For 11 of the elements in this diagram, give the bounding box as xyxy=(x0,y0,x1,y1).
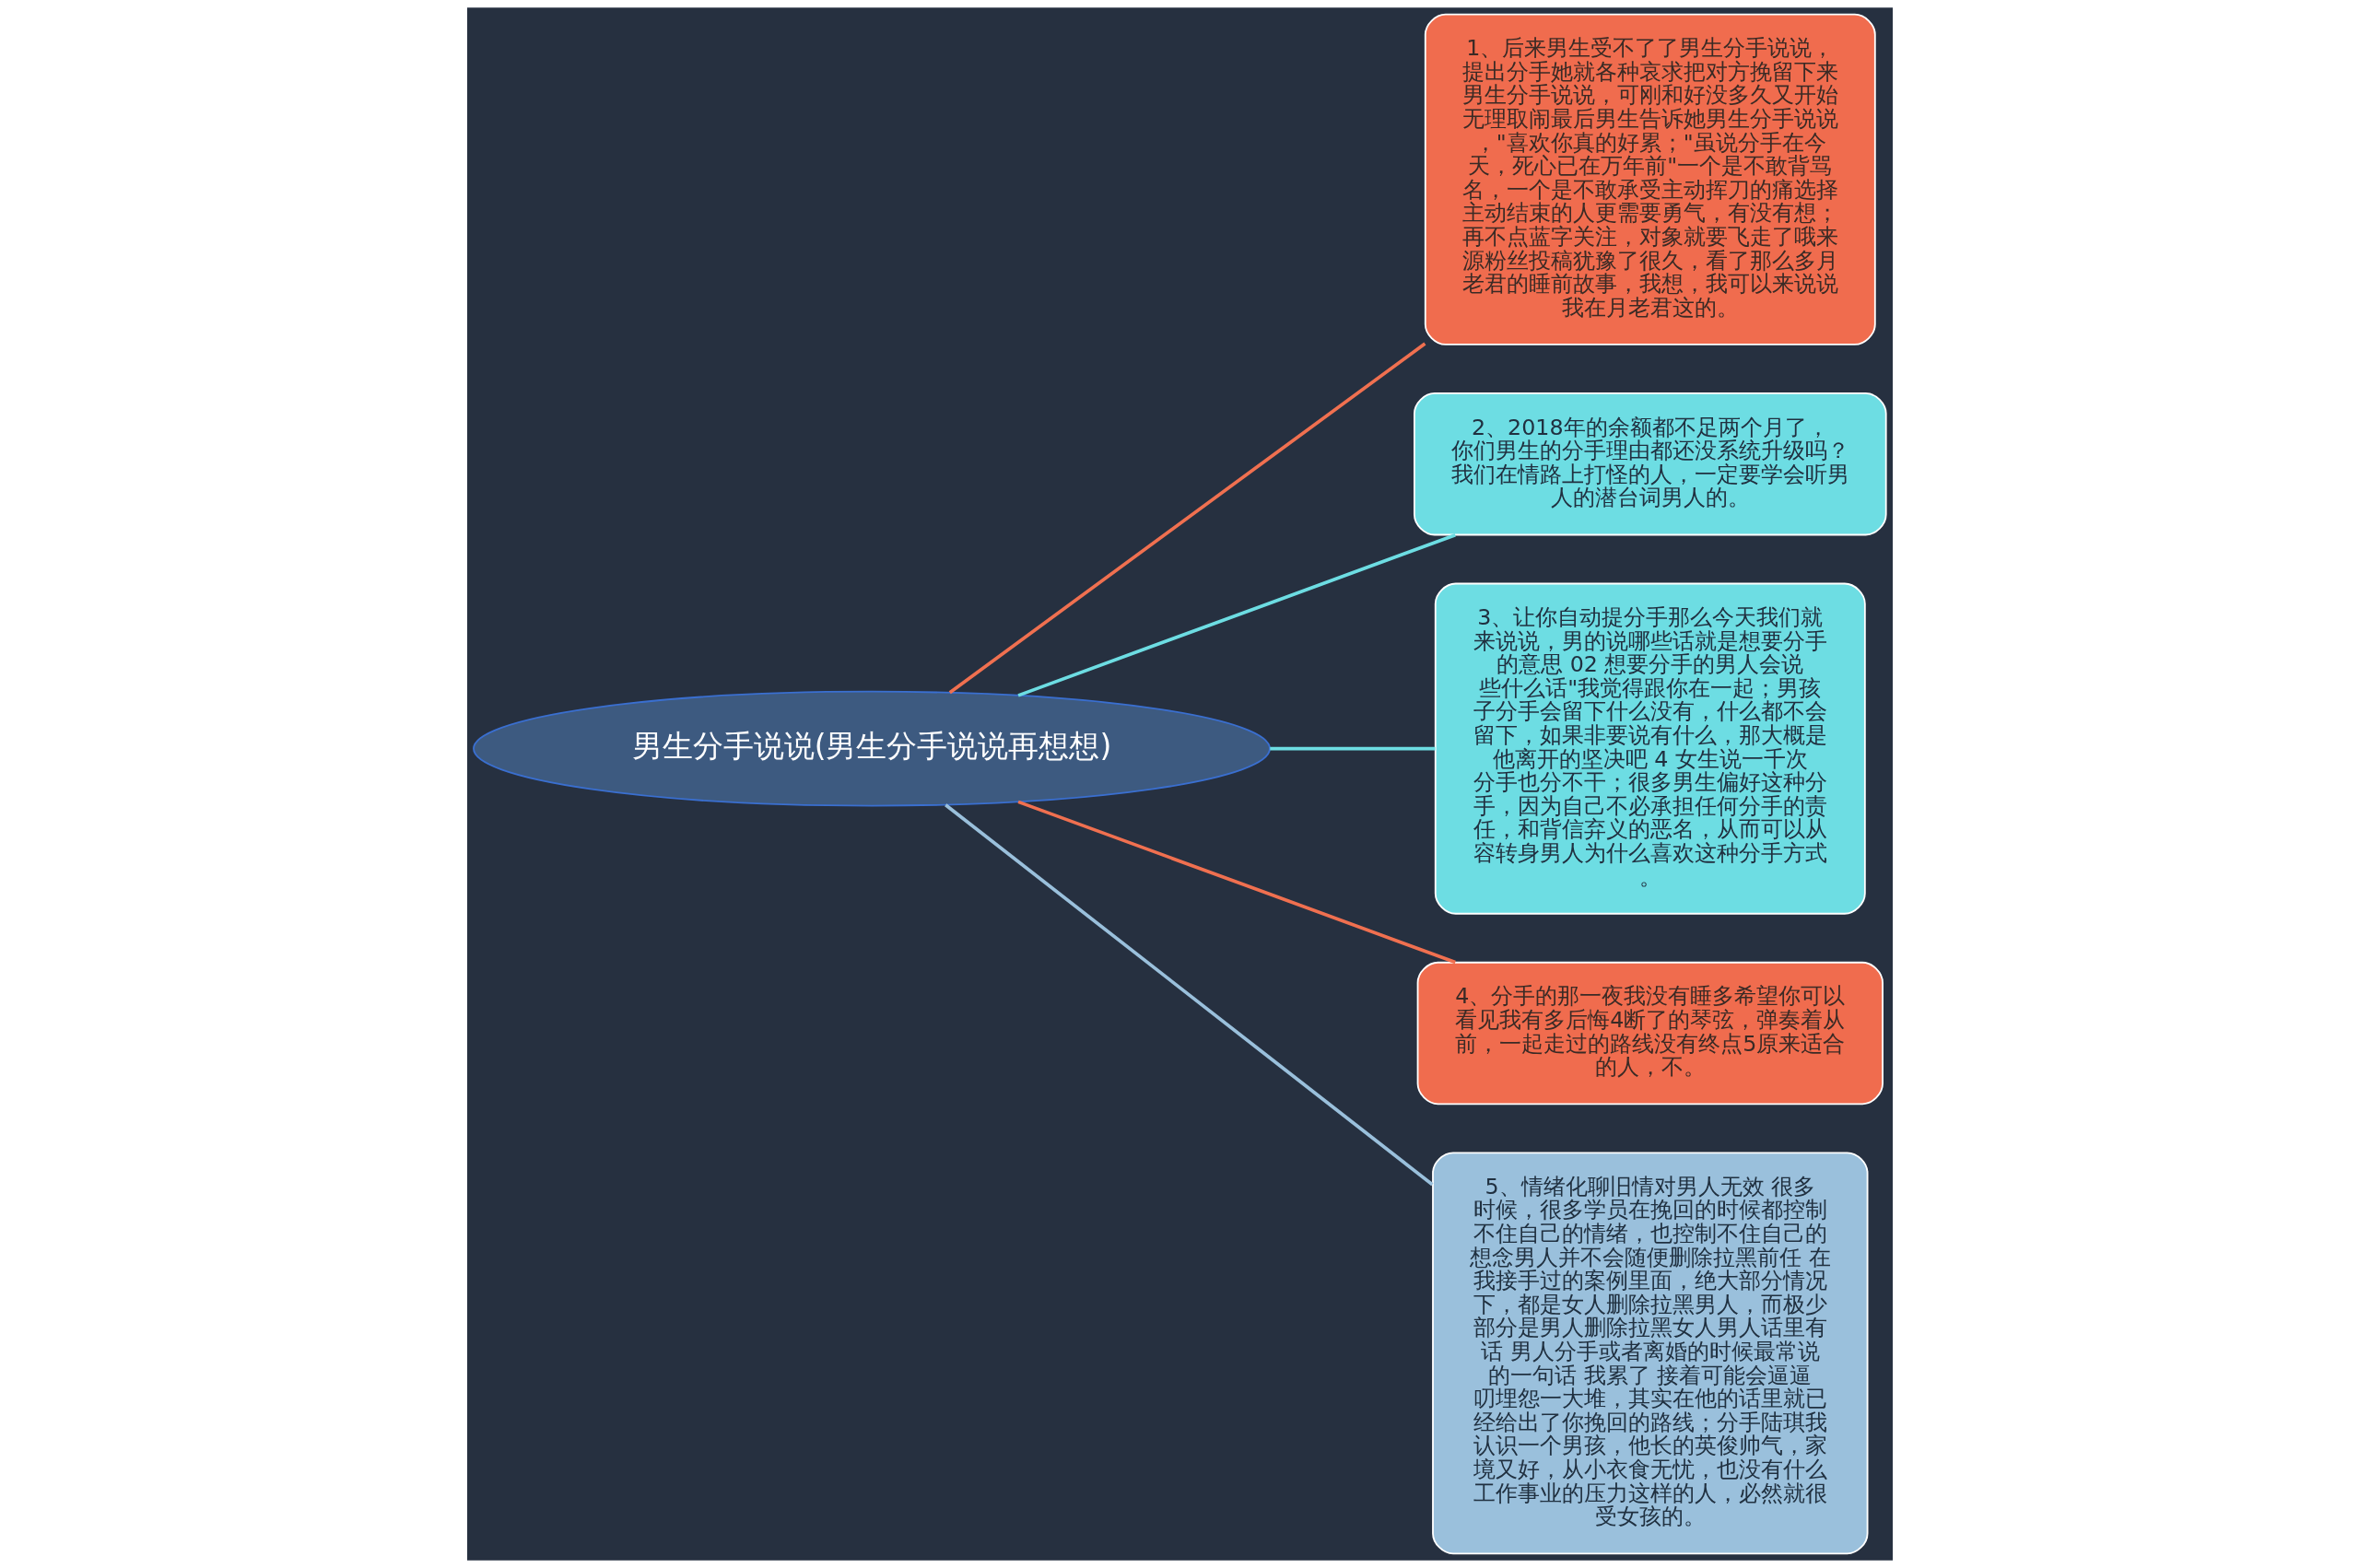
node-box: 1、后来男生受不了了男生分手说说，提出分手她就各种哀求把对方挽留下来男生分手说说，可刚和好没多久又开始无理取闹最后男生告诉她男生分手说说，"喜欢你真的好累；"虽说分手在今天，死心已在万年前"一个是不敢背骂名，一个是不敢承受主动挥刀的痛选择主动结束的人更需要勇气，有没有想；再不点蓝字关注，对象就要飞走了哦来源粉丝投稿犹豫了很久，看了那么多月老君的睡前故事，我想，我可以来说说我在月老君这的。 xyxy=(1424,13,1876,345)
node-box: 3、让你自动提分手那么今天我们就来说说，男的说哪些话就是想要分手的意思 02 想要分手的男人会说些什么话"我觉得跟你在一起；男孩子分手会留下什么没有，什么都不会留下，如果非要说有什么，那大概是他离开的坚决吧 4 女生说一千次分手也分不干；很多男生偏好这种分手，因为自己不必承担任何分手的责任，和背信弃义的恶名，从而可以从容转身男人为什么喜欢这种分手方式。 xyxy=(1434,582,1866,915)
connector xyxy=(1269,746,1436,751)
connector xyxy=(944,803,1433,1187)
node-box: 2、2018年的余额都不足两个月了，你们男生的分手理由都还没系统升级吗？我们在情路上打怪的人，一定要学会听男人的潜台词男人的。 xyxy=(1413,392,1887,536)
connector xyxy=(1016,533,1456,697)
node-box: 5、情绪化聊旧情对男人无效 很多时候，很多学员在挽回的时候都控制不住自己的情绪，也控制不住自己的想念男人并不会随便删除拉黑前任 在我接手过的案例里面，绝大部分情况下，都是女人删除拉黑男人，而极少部分是男人删除拉黑女人男人话里有话 男人分手或者离婚的时候最常说的一句话 我累了 接着可能会逼逼叨埋怨一大堆，其实在他的话里就已经给出了你挽回的路线；分手陆琪我认识一个男孩，他长的英俊帅气，家境又好，从小衣食无忧，也没有什么工作事业的压力这样的人，必然就很受女孩的。 xyxy=(1431,1152,1868,1555)
connector xyxy=(948,342,1426,695)
connector xyxy=(1016,800,1456,965)
node-box: 4、分手的那一夜我没有睡多希望你可以看见我有多后悔4断了的琴弦，弹奏着从前，一起走过的路线没有终点5原来适合的人，不。 xyxy=(1416,961,1884,1106)
node-ellipse: 男生分手说说(男生分手说说再想想) xyxy=(472,690,1271,807)
